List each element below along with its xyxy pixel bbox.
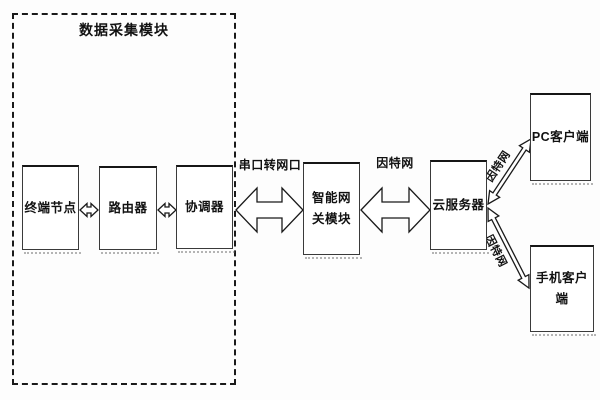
node-router: 路由器 (99, 166, 159, 254)
node-terminal-label: 终端节点 (24, 200, 77, 215)
arrow-cloud-mobile (487, 206, 530, 290)
arrow-gateway-cloud (360, 186, 431, 234)
label-serial-to-ethernet: 串口转网口 (238, 158, 302, 172)
node-mobile-client-label: 手机客户端 (535, 271, 588, 306)
node-coordinator: 协调器 (176, 165, 235, 253)
node-cloud-server: 云服务器 (430, 160, 489, 254)
node-gateway: 智能网 关模块 (303, 162, 362, 259)
data-collection-module-frame (12, 13, 236, 385)
node-mobile-client: 手机客户端 (530, 245, 596, 336)
node-gateway-label-line2: 关模块 (311, 212, 351, 226)
module-title: 数据采集模块 (79, 22, 169, 38)
node-pc-client-label: PC客户端 (531, 130, 590, 144)
node-pc-client: PC客户端 (530, 93, 593, 185)
node-router-label: 路由器 (108, 201, 148, 215)
arrow-module-gateway (235, 186, 304, 234)
node-coordinator-label: 协调器 (184, 200, 224, 214)
label-internet: 因特网 (376, 156, 414, 170)
node-cloud-server-label: 云服务器 (432, 198, 485, 212)
node-terminal: 终端节点 (22, 165, 81, 254)
node-gateway-label-line1: 智能网 (311, 191, 351, 205)
arrow-cloud-pc (487, 137, 532, 206)
